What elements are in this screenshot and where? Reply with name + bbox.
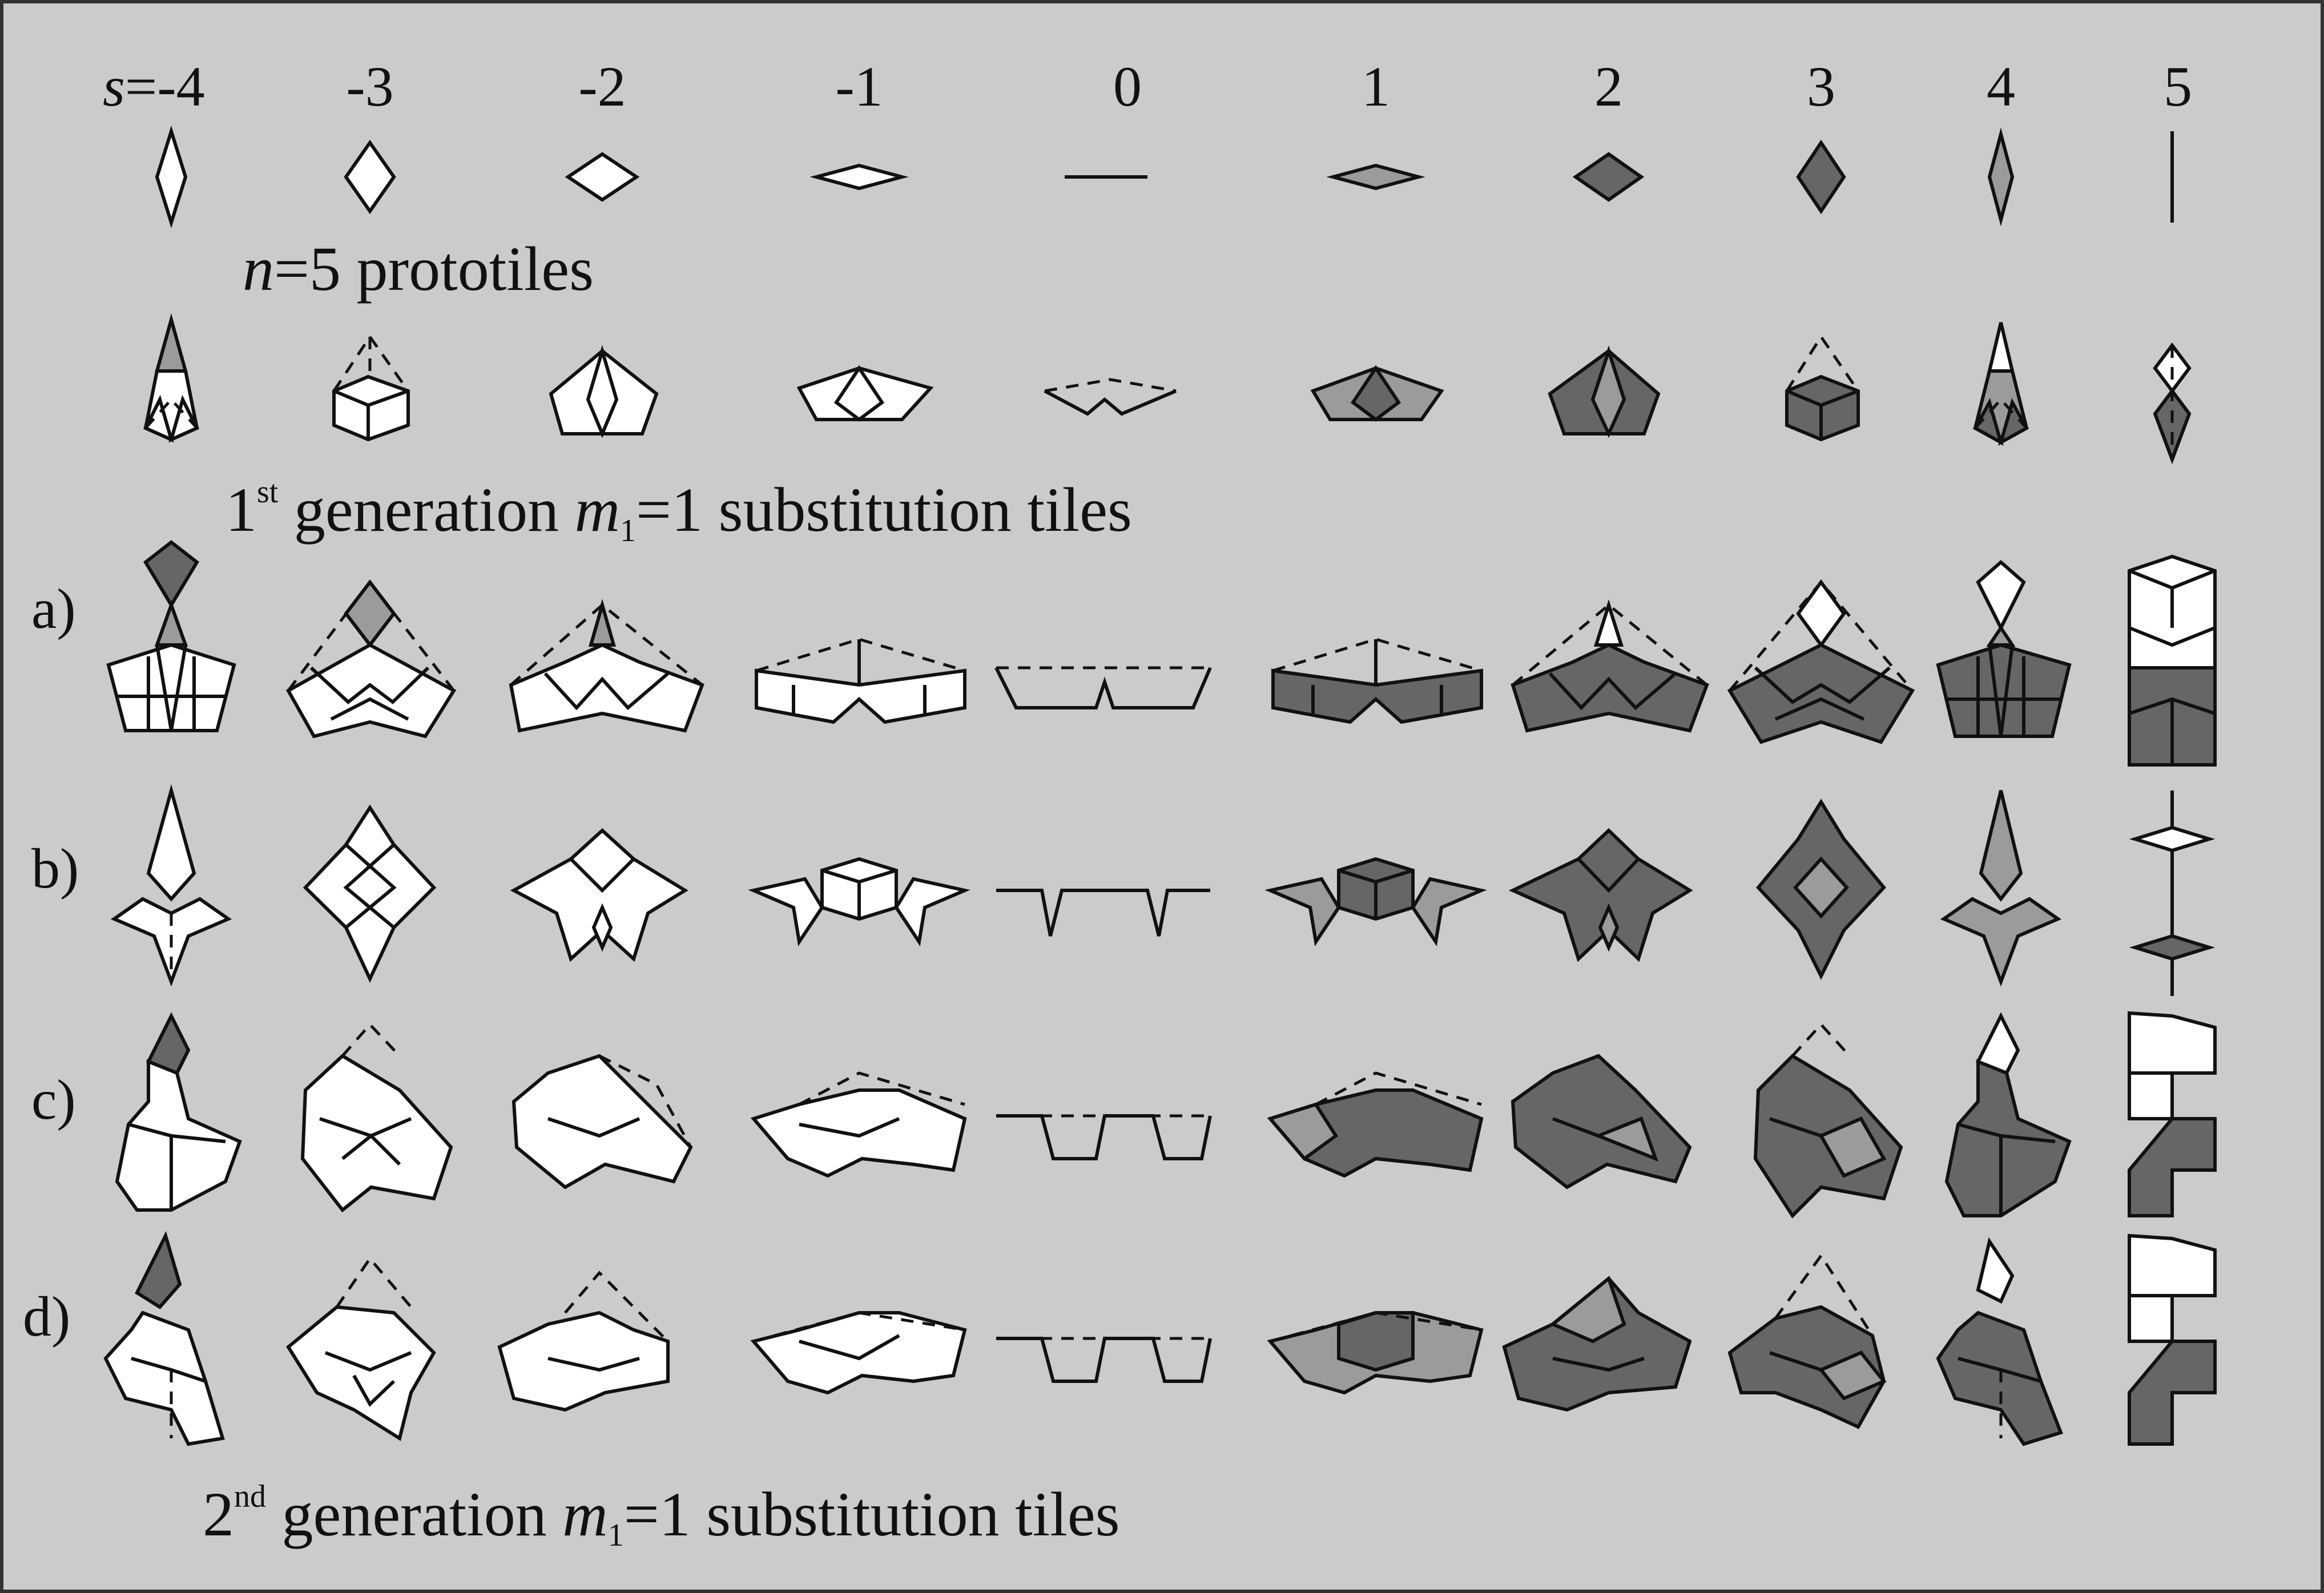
row-c-tile-s4 — [1944, 1012, 2072, 1217]
row-d-tiles — [103, 1231, 2217, 1446]
row-c-tile-s0 — [996, 1114, 1212, 1160]
row-d-tile-s-4 — [103, 1231, 225, 1446]
row-c-tiles — [115, 1011, 2217, 1219]
column-header: 3 — [1807, 55, 1835, 118]
row-a-tile-s-1 — [755, 638, 966, 724]
row-a-tile-s3 — [1727, 579, 1915, 744]
row-a-tile-s2 — [1511, 599, 1709, 733]
gen1-tile-s-3 — [332, 334, 410, 442]
caption-prototiles: n=5 prototiles — [243, 234, 594, 304]
row-a-tile-s5 — [2128, 554, 2217, 767]
row-d-tile-s1 — [1267, 1311, 1484, 1395]
row-a-tile-s1 — [1271, 638, 1483, 724]
row-d-tile-s2 — [1502, 1275, 1692, 1412]
column-header: 5 — [2164, 55, 2192, 118]
row-a-tile-s4 — [1936, 560, 2072, 738]
row-b-tile-s2 — [1508, 828, 1693, 962]
row-d-tile-s-2 — [497, 1271, 670, 1412]
gen1-tile-s-1 — [796, 365, 934, 422]
prototile-rhombus — [344, 139, 396, 215]
row-c-tile-s-1 — [750, 1071, 967, 1178]
prototile-rhombus — [155, 125, 188, 229]
row-d-tile-s4 — [1936, 1237, 2063, 1446]
row-c-tile-s3 — [1753, 1022, 1903, 1219]
gen1-tile-s4 — [1972, 322, 2029, 446]
prototiles-row — [155, 125, 2174, 229]
row-label-b: b) — [31, 837, 79, 900]
row-d-tile-s5 — [2128, 1233, 2217, 1446]
column-header: 2 — [1594, 55, 1623, 118]
row-c-tile-s-2 — [511, 1054, 693, 1189]
row-d-tile-s3 — [1727, 1253, 1887, 1429]
row-b-tile-s-2 — [510, 828, 688, 962]
row-a-tile-s-4 — [106, 540, 236, 732]
row-label-a: a) — [31, 577, 76, 640]
column-header: -2 — [578, 55, 626, 118]
prototile-rhombus — [1572, 152, 1645, 202]
row-d-tile-s0 — [996, 1337, 1212, 1383]
column-headers: s=-4 -3 -2 -1 0 1 2 3 4 5 — [103, 55, 2192, 118]
caption-first-generation: 1st generation m1=1 substitution tiles — [225, 474, 1132, 549]
row-d-tile-s-1 — [750, 1311, 967, 1395]
caption-second-generation: 2nd generation m1=1 substitution tiles — [203, 1479, 1119, 1553]
gen1-tile-s2 — [1548, 345, 1661, 438]
row-a-tiles — [106, 540, 2217, 767]
row-c-tile-s-4 — [115, 1012, 242, 1212]
gen1-tile-s-4 — [143, 313, 200, 443]
row-a-tile-s-2 — [509, 599, 704, 733]
prototile-rhombus — [1987, 127, 2015, 227]
gen1-tile-s0 — [1044, 378, 1177, 416]
row-c-tile-s5 — [2128, 1011, 2217, 1217]
row-b-tile-s1 — [1264, 857, 1487, 946]
column-header: 0 — [1113, 55, 1142, 118]
gen1-tile-s-2 — [549, 345, 659, 438]
row-a-tile-s0 — [994, 666, 1212, 709]
prototile-rhombus — [565, 152, 640, 202]
gen1-tile-s3 — [1785, 334, 1860, 442]
row-c-tile-s1 — [1267, 1071, 1484, 1178]
row-c-tile-s2 — [1511, 1054, 1692, 1189]
row-b-tile-s5 — [2129, 791, 2216, 996]
prototile-rhombus — [809, 163, 909, 191]
prototile-rhombus — [1326, 163, 1425, 191]
column-header: -3 — [346, 55, 393, 118]
row-b-tile-s-4 — [110, 784, 232, 987]
column-header: 4 — [1987, 55, 2015, 118]
row-b-tile-s3 — [1756, 798, 1886, 980]
gen1-tile-s1 — [1310, 365, 1444, 422]
column-header: -1 — [835, 55, 883, 118]
row-d-tile-s-3 — [286, 1256, 436, 1441]
gen1-tile-s5 — [2153, 342, 2192, 465]
first-generation-row — [143, 313, 2192, 465]
prototile-rhombus — [1796, 139, 1846, 215]
row-b-tiles — [110, 784, 2216, 996]
row-c-tile-s-3 — [300, 1022, 453, 1213]
column-header: 1 — [1362, 55, 1390, 118]
row-b-tile-s0 — [996, 889, 1210, 937]
row-b-tile-s4 — [1940, 790, 2062, 987]
row-label-d: d) — [23, 1285, 70, 1348]
row-label-c: c) — [31, 1068, 76, 1131]
row-a-tile-s-3 — [285, 579, 457, 739]
row-b-tile-s-1 — [748, 857, 970, 946]
row-b-tile-s-3 — [303, 804, 437, 983]
column-header-s-prefix: s=-4 — [103, 55, 205, 118]
